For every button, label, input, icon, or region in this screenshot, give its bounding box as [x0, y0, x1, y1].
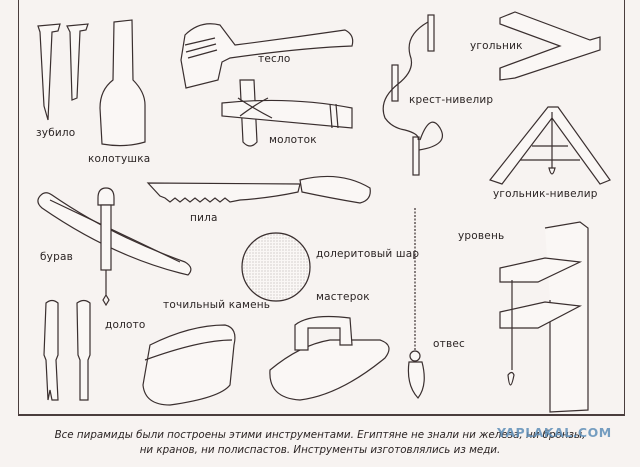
- bow-drill-icon: [37, 187, 192, 307]
- label-uroven: уровень: [458, 230, 505, 242]
- trowel-icon: [269, 315, 390, 401]
- label-krest-nivelir: крест-нивелир: [409, 94, 494, 106]
- label-molotok: молоток: [269, 134, 317, 146]
- label-zubilo: зубило: [36, 127, 76, 139]
- a-frame-level-icon: [488, 106, 611, 185]
- mallet-icon: [99, 19, 146, 147]
- label-pila: пила: [190, 212, 218, 224]
- label-otves: отвес: [433, 338, 465, 350]
- label-ugolnik: угольник: [470, 40, 523, 52]
- cross-level-icon: [382, 14, 444, 176]
- adze-icon: [180, 23, 354, 89]
- hammer-icon: [221, 79, 353, 147]
- illustration-frame: [18, 0, 625, 416]
- label-doloto: долото: [105, 319, 146, 331]
- carpenter-square-icon: [499, 11, 601, 81]
- chisel-handle-icon: [43, 299, 91, 401]
- label-tochilny-kamen: точильный камень: [163, 299, 271, 311]
- watermark: YAPLAKAL.COM: [497, 425, 612, 440]
- label-ugolnik-nivelir: угольник-нивелир: [493, 188, 598, 200]
- label-burav: бурав: [40, 251, 73, 263]
- label-kolotushka: колотушка: [88, 153, 151, 165]
- label-doleritovy-shar: долеритовый шар: [316, 248, 420, 260]
- caption: Все пирамиды были построены этими инстру…: [0, 428, 640, 458]
- label-teslo: тесло: [258, 53, 291, 65]
- caption-line-1: Все пирамиды были построены этими инстру…: [54, 429, 586, 441]
- whetstone-icon: [142, 324, 236, 406]
- chisel-icon: [37, 23, 89, 121]
- caption-line-2: ни кранов, ни полиспастов. Инструменты и…: [139, 444, 501, 456]
- wall-level-icon: [499, 221, 589, 413]
- label-masterok: мастерок: [316, 291, 370, 303]
- dolerite-ball-icon: [241, 232, 311, 302]
- saw-icon: [146, 175, 371, 204]
- plumb-bob-icon: [407, 208, 425, 399]
